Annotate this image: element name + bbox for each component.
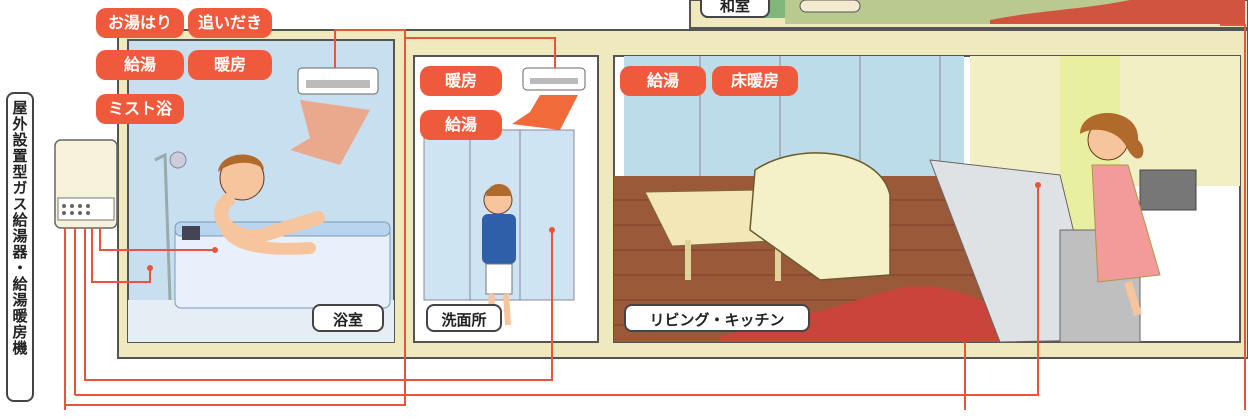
room-label-living: リビング・キッチン	[624, 304, 810, 332]
room-label-washroom: 洗面所	[426, 304, 502, 332]
living-kitchen-room	[613, 55, 1241, 343]
pipe-joints	[147, 182, 1041, 271]
badge-wash-heating: 暖房	[420, 66, 502, 96]
gas-water-heater-icon	[54, 139, 118, 229]
badge-floor-heating: 床暖房	[712, 66, 798, 96]
badge-wash-hot-water: 給湯	[420, 110, 502, 140]
badge-mist-bath: ミスト浴	[96, 94, 184, 124]
upper-floor-room	[689, 0, 1248, 29]
heater-label: 屋外設置型ガス給湯器・給湯暖房機	[6, 92, 34, 402]
badge-living-hot-water: 給湯	[620, 66, 706, 96]
warm-air-icon	[512, 67, 586, 130]
bathroom-heater-icon	[290, 67, 379, 165]
heater-label-text: 屋外設置型ガス給湯器・給湯暖房機	[10, 100, 29, 356]
badge-bath-filling: お湯はり	[96, 8, 184, 38]
room-label-top: 和室	[700, 0, 770, 18]
room-label-bathroom: 浴室	[312, 304, 384, 332]
heating-pipes	[64, 24, 1246, 410]
badge-bath-heating: 暖房	[188, 50, 272, 80]
badge-reheating: 追いだき	[188, 8, 272, 38]
badge-bath-hot-water: 給湯	[96, 50, 184, 80]
